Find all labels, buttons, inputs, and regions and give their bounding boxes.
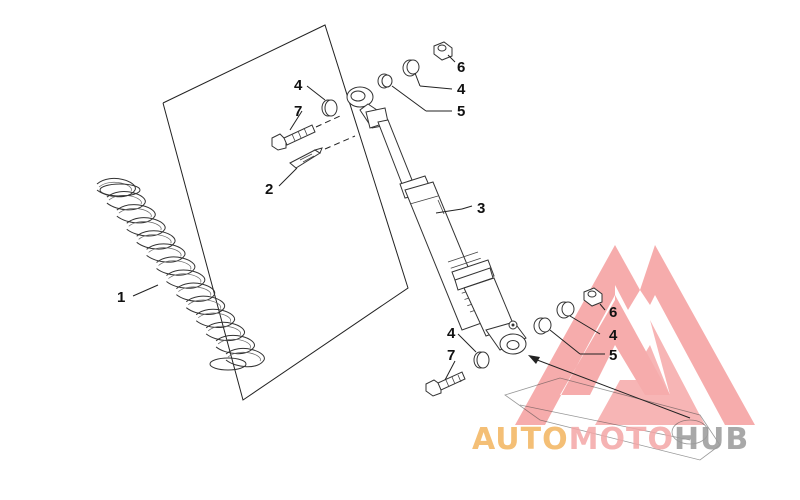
watermark-text: AUTOMOTOHUB <box>472 422 749 457</box>
pin-axis <box>324 135 356 150</box>
callout-pin: 2 <box>265 181 273 198</box>
coil-spring <box>96 178 265 371</box>
nut-upper <box>433 41 453 61</box>
bolt-upper-axis <box>315 115 341 128</box>
nut-lower <box>583 287 603 307</box>
washer-upper-left <box>321 99 338 117</box>
callout-washer-lower-left: 4 <box>447 325 456 342</box>
callout-bushing-lower-right: 4 <box>609 327 618 344</box>
callout-nut-upper: 6 <box>457 59 465 76</box>
watermark-moto: MOTO <box>569 422 674 457</box>
spacer-upper <box>377 73 393 89</box>
callout-spring: 1 <box>117 289 125 306</box>
bushing-lower-right <box>556 301 575 319</box>
bolt-upper <box>271 124 316 151</box>
watermark-auto: AUTO <box>472 422 569 457</box>
shock-absorber <box>346 86 527 355</box>
spacer-lower <box>533 317 552 335</box>
arrowhead-icon <box>528 355 540 364</box>
callout-bolt-lower: 7 <box>447 347 455 364</box>
callout-labels: 1 2 3 4 7 6 4 5 4 7 6 4 5 <box>117 59 618 364</box>
washer-lower-left <box>473 351 490 369</box>
callout-washer-upper-left: 4 <box>294 77 303 94</box>
leader-lines <box>132 54 606 381</box>
callout-bolt-upper: 7 <box>294 103 302 120</box>
bolt-lower <box>425 371 466 397</box>
callout-bushing-upper-right: 4 <box>457 81 466 98</box>
callout-shock: 3 <box>477 200 485 217</box>
spring-group-outline <box>162 24 409 401</box>
swing-arm-outline <box>504 377 721 461</box>
callout-nut-lower: 6 <box>609 304 617 321</box>
watermark-hub: HUB <box>674 422 749 457</box>
bushing-upper-right <box>402 59 420 77</box>
arrow-to-swing-arm <box>531 357 691 419</box>
pin <box>289 147 323 169</box>
callout-spacer-upper: 5 <box>457 103 465 120</box>
callout-spacer-lower: 5 <box>609 347 617 364</box>
